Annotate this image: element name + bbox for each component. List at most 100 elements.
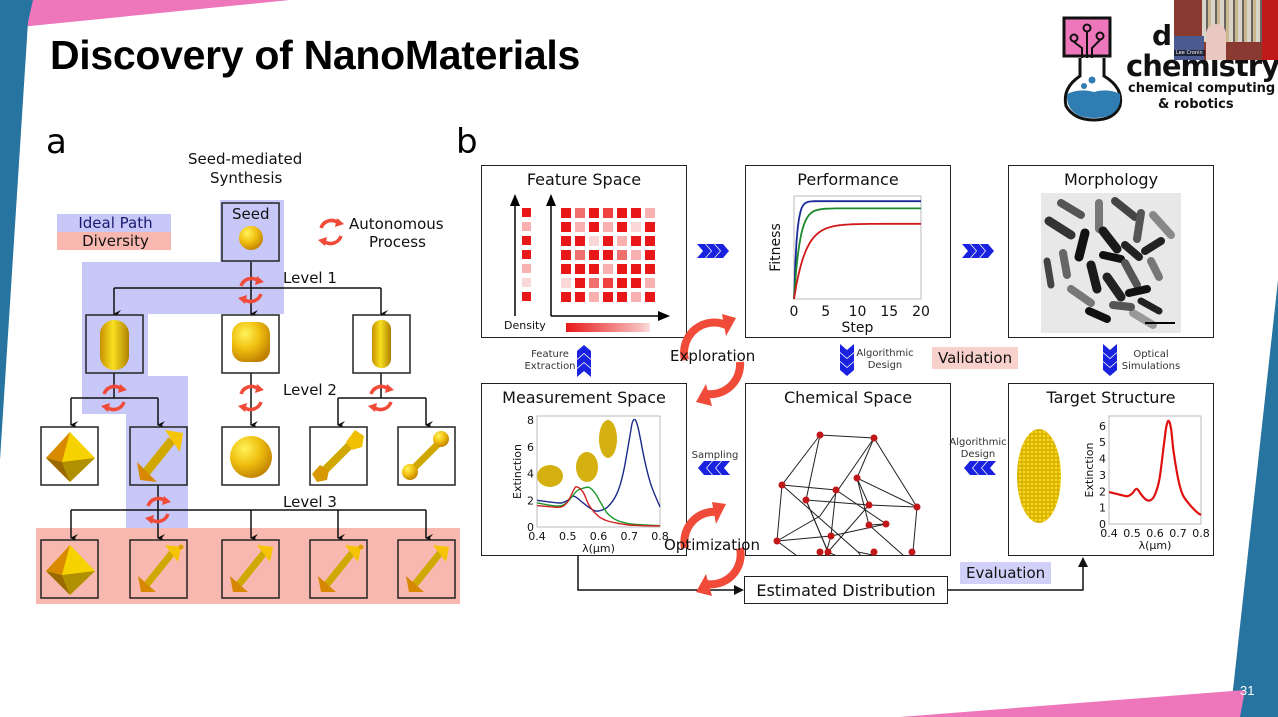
slide-title: Discovery of NanoMaterials: [50, 32, 580, 78]
heatmap-cell: [589, 222, 599, 232]
level-1-label: Level 1: [283, 269, 337, 287]
series-line-green: [536, 486, 661, 527]
algorithmic-design-label-right: Algorithmic Design: [948, 437, 1008, 461]
heatmap-cell: [631, 236, 641, 246]
legend-swatches: [57, 214, 171, 250]
feature-extraction-label: Feature Extraction: [522, 349, 578, 373]
heatmap-cell: [561, 222, 571, 232]
shape-octahedron: [46, 432, 95, 482]
x-tick-label: 0.4: [528, 530, 546, 543]
sampling-label: Sampling: [691, 450, 739, 461]
x-axis-label: Step: [842, 320, 874, 336]
morphology-box: Morphology: [1008, 165, 1214, 338]
tem-micrograph: [1041, 193, 1181, 333]
cycle-icon-level2a: [102, 384, 126, 412]
heatmap-cell: [617, 208, 627, 218]
shape-faceted-dumbbell: [312, 430, 364, 482]
tree-connectors: [70, 262, 433, 542]
series-line-blue: [793, 200, 921, 300]
x-tick-label: 0.5: [1123, 527, 1141, 540]
target-structure-title: Target Structure: [1046, 388, 1176, 407]
heatmap-cell: [631, 264, 641, 274]
heatmap-cell: [561, 264, 571, 274]
heatmap-cell: [617, 222, 627, 232]
y-axis-label: Fitness: [768, 223, 784, 272]
cycle-icon-level2b: [239, 384, 263, 412]
graph-node: [870, 434, 878, 442]
heatmap-cell: [575, 250, 585, 260]
heatmap-cell: [589, 208, 599, 218]
shape-bipyramid-rod: [137, 430, 183, 482]
cycle-icon-level3: [146, 496, 170, 524]
series-line-blue: [536, 418, 661, 512]
density-cell: [522, 236, 531, 245]
feature-extraction-line1: Feature: [531, 349, 569, 360]
y-axis-label: Extinction: [1083, 443, 1096, 498]
synthesis-heading-1: Seed-mediated: [188, 150, 303, 168]
estimated-distribution-label: Estimated Distribution: [756, 581, 936, 600]
graph-node: [827, 532, 835, 540]
x-tick-label: 20: [912, 304, 930, 320]
webcam-video[interactable]: Lee Cronin: [1174, 0, 1278, 60]
heatmap-cell: [645, 250, 655, 260]
shape-bipyramid-rod-l3: [406, 545, 449, 592]
cycle-arrowheads: [101, 218, 394, 524]
heatmap-cell: [645, 222, 655, 232]
density-cell: [522, 292, 531, 301]
x-tick-label: 0.6: [1146, 527, 1164, 540]
shape-sphere: [230, 436, 272, 478]
x-tick-label: 0.8: [1192, 527, 1210, 540]
shape-bipyramid-rod-l3: [138, 544, 184, 592]
shape-rounded-cube: [232, 322, 270, 362]
morphology-title: Morphology: [1063, 170, 1159, 189]
autonomous-label-2: Process: [369, 233, 426, 251]
performance-title: Performance: [797, 170, 899, 189]
algorithmic-design-label-top: Algorithmic Design: [855, 348, 915, 372]
density-cell: [522, 208, 531, 217]
graph-node: [865, 501, 873, 509]
algo2-line1: Algorithmic: [949, 437, 1007, 448]
y-tick-label: 1: [1099, 502, 1106, 515]
density-cell: [522, 222, 531, 231]
validation-tag: Validation: [932, 347, 1019, 369]
heatmap-cell: [589, 278, 599, 288]
chemical-space-box: Chemical Space: [745, 383, 951, 556]
x-tick-label: 0.5: [559, 530, 577, 543]
series-line-red: [793, 222, 921, 300]
webcam-name-label: Lee Cronin: [1174, 50, 1205, 56]
graph-node: [865, 521, 873, 529]
y-tick-label: 4: [1099, 453, 1106, 466]
heatmap-cell: [575, 236, 585, 246]
legend: Ideal Path Diversity: [57, 214, 174, 250]
heatmap-cell: [617, 278, 627, 288]
x-tick-label: 5: [821, 304, 830, 320]
heatmap-cell: [645, 208, 655, 218]
autonomous-process-icon: [319, 218, 343, 246]
density-cell: [522, 250, 531, 259]
shape-bipyramid-rod-l3: [318, 544, 364, 592]
blue-stripe-right: [1230, 280, 1278, 717]
panel-b-letter: b: [456, 122, 478, 162]
evaluation-tag: Evaluation: [960, 562, 1052, 584]
y-tick-label: 2: [1099, 485, 1106, 498]
graph-node: [802, 496, 810, 504]
flask-icon: [1062, 16, 1123, 122]
feature-space-title: Feature Space: [526, 170, 642, 189]
y-tick-label: 6: [1099, 420, 1106, 433]
chemical-space-title: Chemical Space: [783, 388, 913, 407]
heatmap-cell: [617, 236, 627, 246]
level-3-label: Level 3: [283, 493, 337, 511]
heatmap-cell: [561, 236, 571, 246]
legend-ideal-path: Ideal Path: [78, 214, 153, 232]
graph-node: [824, 548, 832, 556]
x-tick-label: 0.4: [1100, 527, 1118, 540]
y-tick-label: 0: [527, 521, 534, 534]
heatmap-cell: [645, 278, 655, 288]
slide-number: 31: [1240, 683, 1255, 698]
x-tick-label: 0.7: [1169, 527, 1187, 540]
density-gradient-bar: [566, 323, 650, 332]
